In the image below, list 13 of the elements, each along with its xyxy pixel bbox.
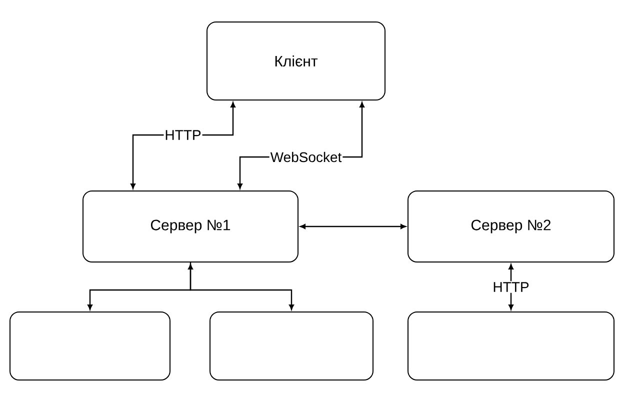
node-box: Сервер №1 xyxy=(82,190,298,262)
arrow xyxy=(190,262,294,310)
node-box: Сервер №2 xyxy=(408,190,614,262)
box xyxy=(210,312,374,380)
box xyxy=(408,312,614,380)
edge-label: HTTP xyxy=(492,281,530,293)
arrow xyxy=(300,224,406,229)
box xyxy=(10,312,170,380)
edge-label: HTTP xyxy=(164,129,202,141)
arrow xyxy=(508,264,514,310)
edge-label: WebSocket xyxy=(269,150,343,164)
arrow xyxy=(88,264,193,310)
node-box: Клієнт xyxy=(206,22,386,100)
